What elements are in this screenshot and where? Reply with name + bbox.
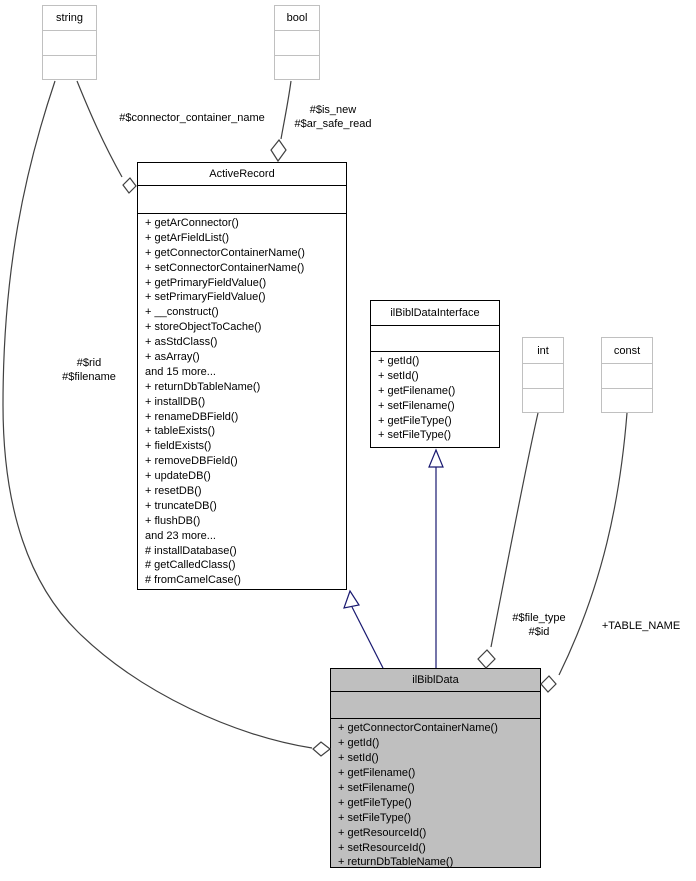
edge-label-table-name: +TABLE_NAME [601, 620, 681, 632]
member-line: + installDB() [145, 395, 206, 408]
attributes-compartment [138, 185, 346, 213]
member-line: + getArConnector() [145, 217, 239, 229]
class-node-const: const [601, 337, 653, 413]
class-title-const: const [613, 344, 641, 357]
attributes-compartment [523, 363, 563, 388]
member-line: and 23 more... [145, 529, 216, 542]
edge-ilbibl-data-to-active-record [351, 606, 384, 669]
member-line: + returnDbTableName() [145, 380, 261, 393]
member-line: + setFileType() [338, 811, 412, 824]
member-line: + returnDbTableName() [338, 856, 454, 867]
member-line: + storeObjectToCache() [145, 321, 262, 334]
member-line: + setId() [378, 369, 419, 382]
member-line: + setConnectorContainerName() [145, 261, 305, 274]
member-line: + tableExists() [145, 425, 215, 438]
member-line: + getId() [338, 737, 380, 750]
methods-compartment: + getArConnector() + getArFieldList() + ge… [138, 213, 346, 589]
member-line: + setFileType() [378, 429, 452, 442]
class-title-ilbibl-data: ilBiblData [412, 674, 459, 686]
member-line: # getCalledClass() [145, 559, 236, 572]
class-node-string: string [42, 5, 97, 80]
edge-label-is-new-group: #$is_new #$ar_safe_read [285, 103, 381, 131]
class-title-int: int [537, 344, 549, 357]
member-line: + getConnectorContainerName() [338, 722, 498, 735]
member-line: + getFilename() [378, 384, 456, 397]
member-line: + setFilename() [378, 399, 455, 412]
class-title-ilbibl-data-interface: ilBiblDataInterface [390, 307, 480, 319]
member-line: + setPrimaryFieldValue() [145, 291, 266, 304]
member-line: + fieldExists() [145, 440, 212, 453]
class-node-bool: bool [274, 5, 320, 80]
member-line: and 15 more... [145, 365, 216, 378]
class-node-ilbibl-data-interface[interactable]: ilBiblDataInterface + getId()+ setId()+ … [370, 300, 500, 448]
member-line: + renameDBField() [145, 410, 239, 423]
member-line: + truncateDB() [145, 499, 217, 512]
member-line: + getResourceId() [338, 826, 427, 839]
attributes-compartment [602, 363, 652, 388]
attributes-compartment [371, 325, 499, 351]
member-line: + setResourceId() [338, 841, 426, 854]
edge-label-ar-safe-read: #$ar_safe_read [294, 118, 372, 130]
class-node-active-record[interactable]: ActiveRecord + getArConnector() + getArFi… [137, 162, 347, 590]
attributes-compartment [275, 30, 319, 55]
edge-label-rid-group: #$rid #$filename [50, 356, 128, 384]
attributes-compartment [43, 30, 96, 55]
edge-string-to-active-record [76, 80, 123, 178]
member-line: + getConnectorContainerName() [145, 246, 305, 259]
aggregation-diamond-icon [477, 649, 496, 669]
edge-label-rid: #$rid [76, 357, 102, 369]
member-line: + __construct() [145, 306, 219, 319]
aggregation-diamond-icon [540, 675, 557, 693]
methods-compartment: + getConnectorContainerName() + getId() + … [331, 718, 540, 867]
class-title-string: string [56, 12, 83, 24]
methods-compartment [523, 387, 563, 413]
member-line: + getId() [378, 355, 420, 367]
member-line: + flushDB() [145, 514, 201, 527]
methods-compartment [43, 54, 96, 80]
attributes-compartment [331, 691, 540, 718]
inheritance-triangle-icon [428, 448, 444, 468]
aggregation-diamond-icon [270, 138, 287, 163]
class-title-active-record: ActiveRecord [209, 168, 275, 180]
edge-label-filename: #$filename [62, 371, 116, 383]
methods-compartment [602, 387, 652, 413]
member-line: + setFilename() [338, 781, 415, 794]
member-line: + getArFieldList() [145, 231, 230, 244]
aggregation-diamond-icon [312, 741, 331, 757]
methods-compartment [275, 54, 319, 80]
member-line: + asStdClass() [145, 336, 218, 349]
member-line: + resetDB() [145, 485, 202, 498]
member-line: + getPrimaryFieldValue() [145, 276, 267, 289]
member-line: + getFileType() [378, 414, 452, 427]
aggregation-diamond-icon [122, 177, 137, 194]
edge-label-connector-container-name: #$connector_container_name [119, 112, 265, 124]
class-node-ilbibl-data: ilBiblData + getConnectorContainerName()… [330, 668, 541, 868]
member-line: + getFilename() [338, 767, 416, 780]
edge-label-file-type: #$file_type [512, 612, 566, 624]
methods-compartment: + getId() + setId() + getFilename() + setFi… [371, 351, 499, 447]
class-title-bool: bool [286, 12, 308, 24]
member-line: + getFileType() [338, 796, 412, 809]
member-line: # installDatabase() [145, 544, 237, 557]
member-line: + updateDB() [145, 470, 211, 483]
member-line: + asArray() [145, 351, 200, 364]
edge-label-is-new: #$is_new [309, 104, 357, 116]
edge-label-file-type-group: #$file_type #$id [501, 611, 577, 639]
member-line: + setId() [338, 752, 379, 765]
member-line: # fromCamelCase() [145, 574, 241, 587]
member-line: + removeDBField() [145, 455, 238, 468]
class-node-int: int [522, 337, 564, 413]
inheritance-triangle-icon [343, 589, 360, 609]
edge-label-id: #$id [528, 626, 550, 638]
